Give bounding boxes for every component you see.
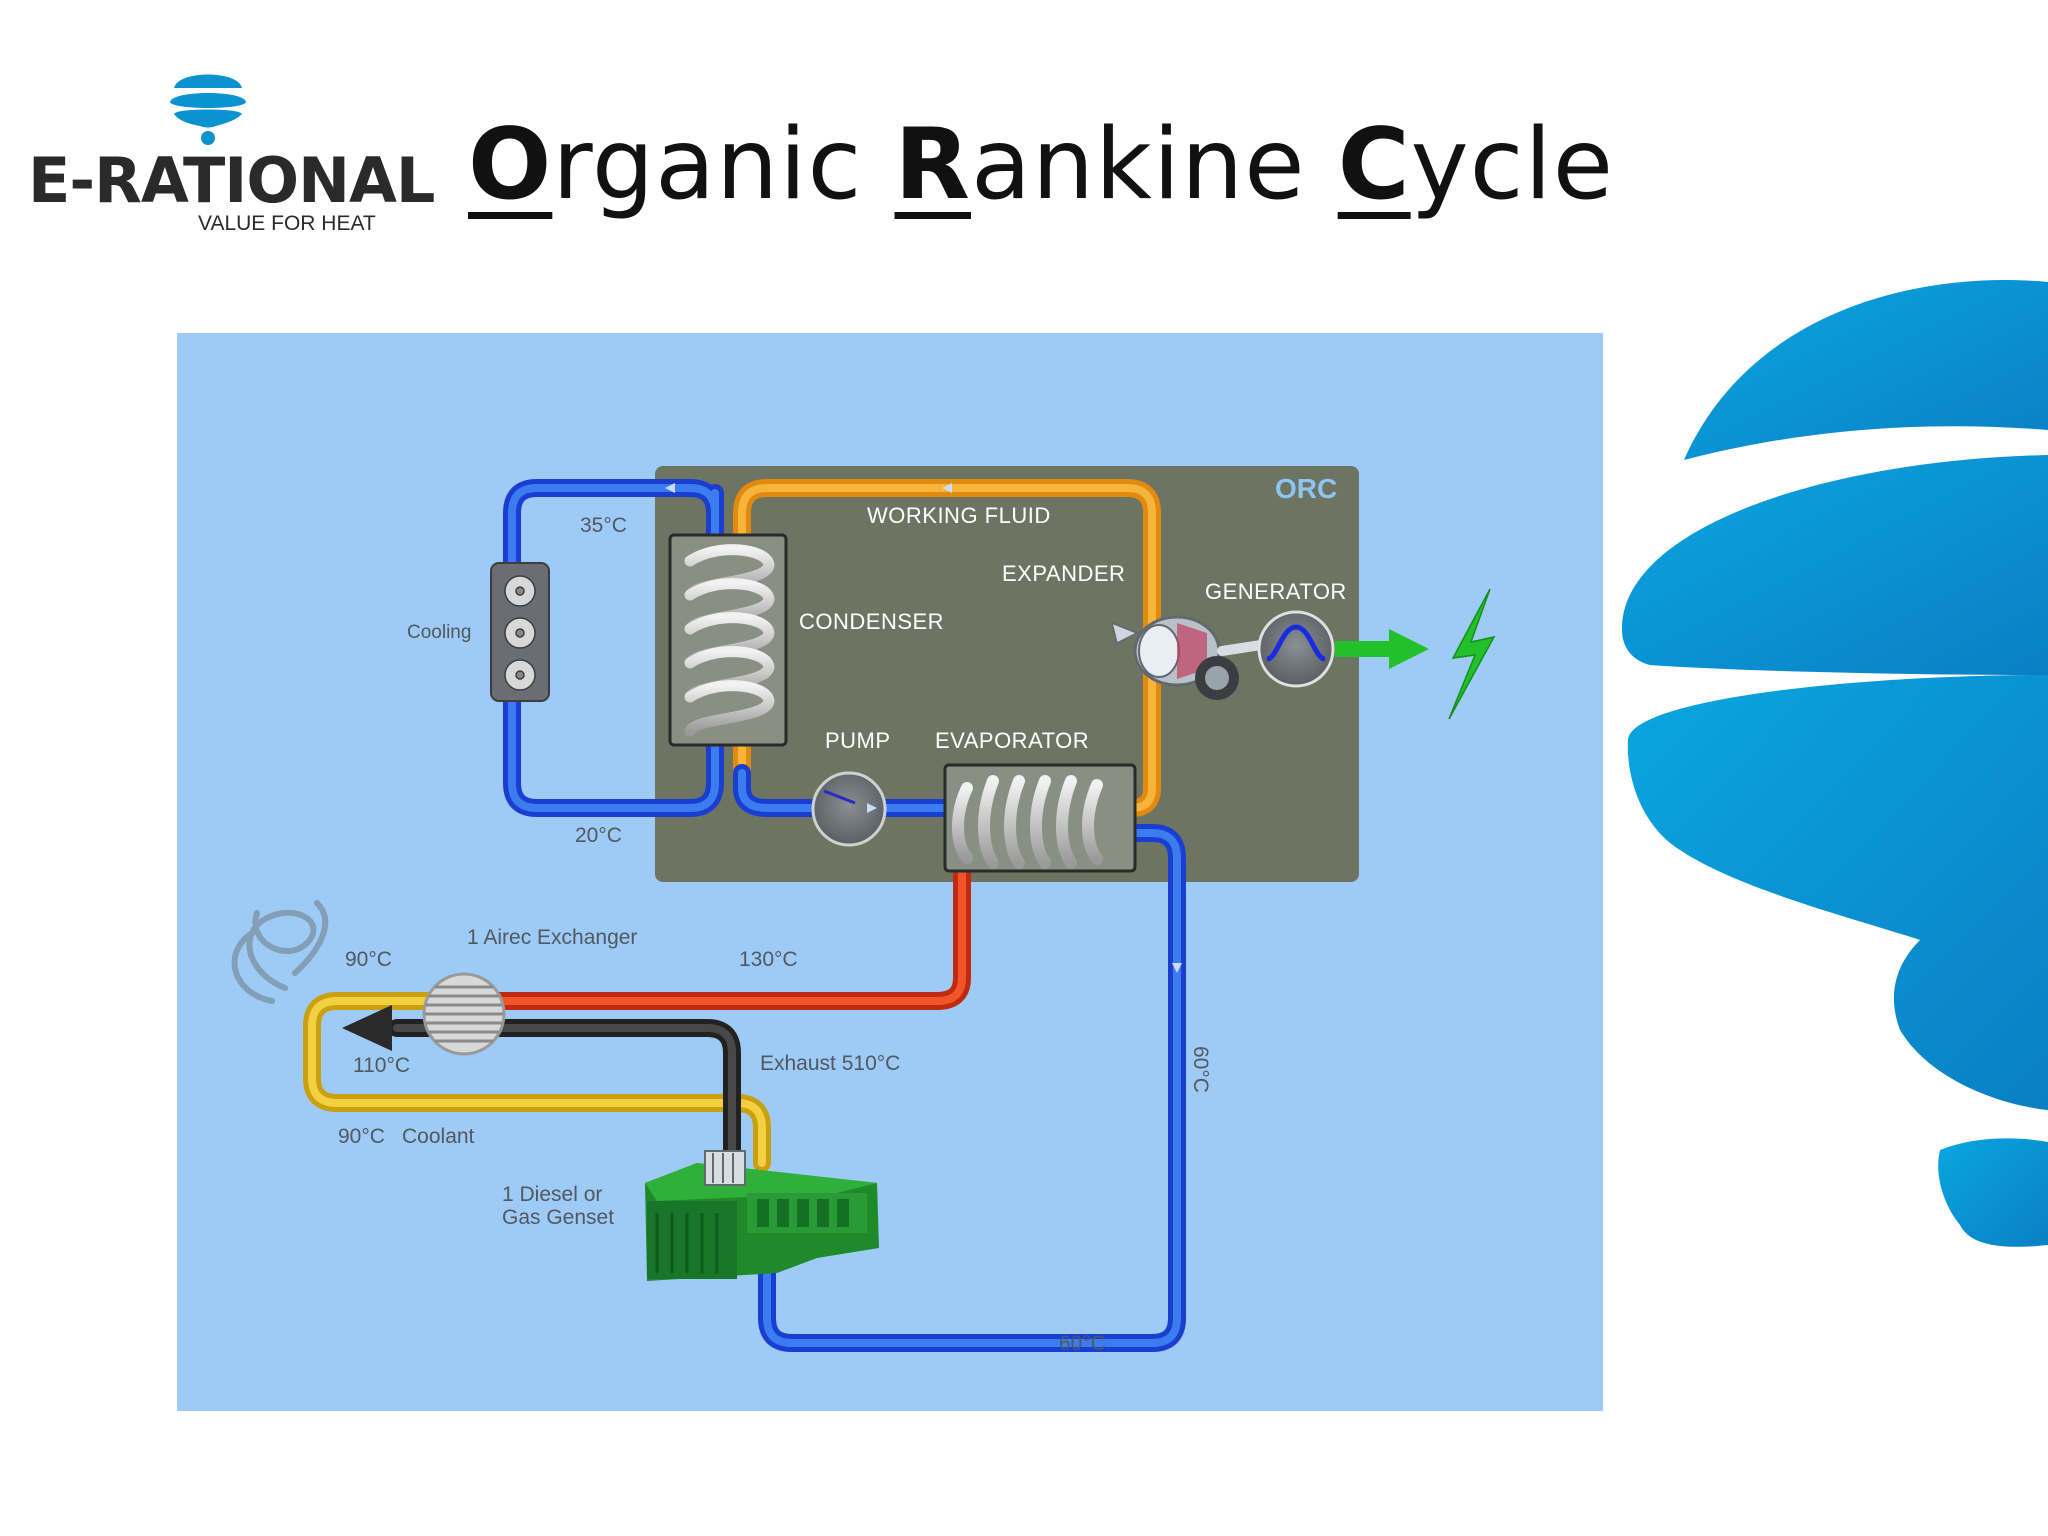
temp-exhaust-mid: 130°C: [739, 948, 798, 971]
title-rest-r: ankine: [970, 108, 1338, 222]
expander-icon: [1110, 615, 1239, 700]
orc-diagram: ORC WORKING FLUID EXPANDER GENERATOR CON…: [177, 333, 1603, 1411]
expander-label: EXPANDER: [1002, 561, 1126, 586]
orc-label: ORC: [1275, 473, 1338, 504]
genset-label: 1 Diesel or Gas Genset: [502, 1183, 615, 1230]
evaporator-label: EVAPORATOR: [935, 728, 1090, 753]
lightning-icon: [1448, 588, 1496, 720]
temp-coolant-return: 90°C: [338, 1125, 385, 1148]
pump-icon: [811, 771, 887, 847]
cooling-label: Cooling: [407, 622, 472, 643]
working-fluid-label: WORKING FLUID: [867, 503, 1051, 528]
title-letter-r: R: [894, 108, 971, 222]
coolant-label: Coolant: [402, 1125, 475, 1148]
exhaust-label: Exhaust 510°C: [760, 1052, 901, 1075]
temp-exhaust-out: 90°C: [345, 948, 392, 971]
orc-diagram-graphics: [177, 333, 1603, 1411]
brand-name: E-RATIONAL: [28, 144, 435, 217]
airec-exchanger-icon: [422, 972, 506, 1056]
logo-mark-icon: [170, 74, 246, 145]
temp-coolant-hot: 110°C: [353, 1054, 411, 1077]
temp-cooling-cold: 20°C: [575, 824, 622, 847]
smoke-icon: [231, 900, 329, 1004]
page-title: Organic Rankine Cycle: [468, 108, 1614, 222]
generator-label: GENERATOR: [1205, 579, 1347, 604]
pump-label: PUMP: [825, 728, 891, 753]
airec-exchanger-label: 1 Airec Exchanger: [467, 926, 638, 949]
temp-loop-return-vertical: 60°C: [1189, 1046, 1212, 1093]
temp-loop-return-bottom: 60°C: [1059, 1332, 1106, 1355]
flow-arrows: [665, 483, 1182, 973]
brand-decoration-icon: [1621, 280, 2048, 1247]
condenser-coil-icon: [684, 544, 775, 737]
title-rest-c: ycle: [1410, 108, 1615, 222]
title-letter-c: C: [1337, 108, 1411, 222]
temp-cooling-hot: 35°C: [580, 514, 627, 537]
evaporator-coil-icon: [952, 775, 1103, 869]
generator-icon: [1257, 610, 1335, 688]
exhaust-out-arrow-icon: [342, 1005, 392, 1051]
title-rest-o: rganic: [552, 108, 895, 222]
fan-icon: [504, 575, 536, 691]
condenser-label: CONDENSER: [799, 609, 945, 634]
brand-tagline: VALUE FOR HEAT: [198, 212, 376, 235]
brand-logo: E-RATIONAL VALUE FOR HEAT: [20, 60, 435, 250]
title-letter-o: O: [468, 108, 553, 222]
genset-icon: [645, 1150, 879, 1281]
